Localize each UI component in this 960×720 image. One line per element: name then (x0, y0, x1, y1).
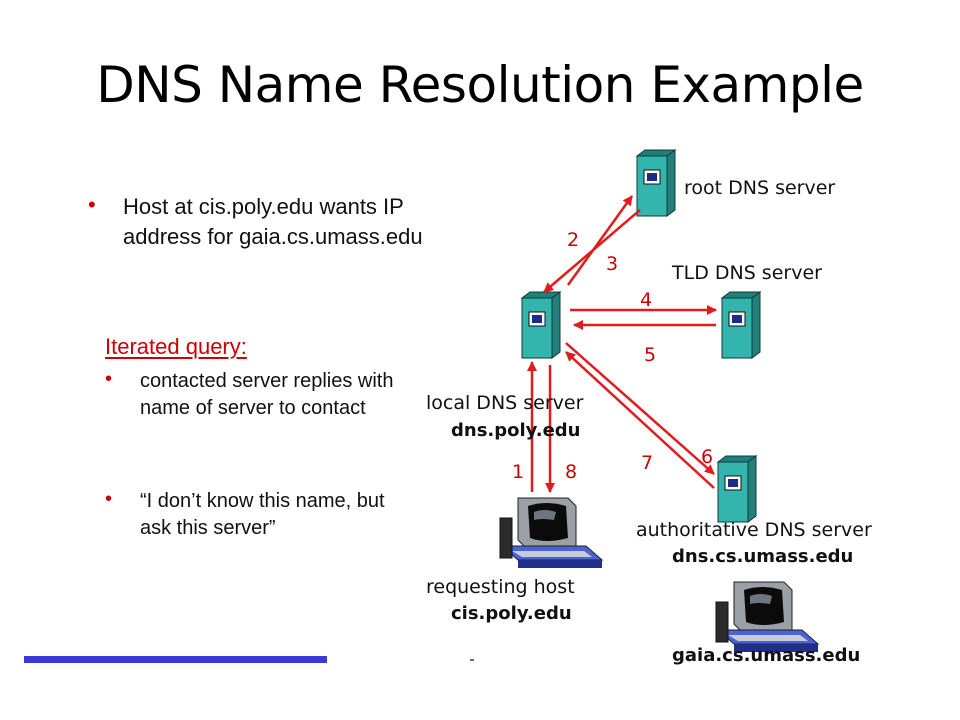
authoritative-server-icon (717, 455, 757, 523)
requesting-host-label: requesting host (426, 576, 575, 598)
step-number: 8 (565, 461, 577, 483)
target-host-name: gaia.cs.umass.edu (672, 645, 860, 666)
arrow-step-7 (565, 351, 715, 489)
bullet-marker: • (105, 488, 113, 510)
requesting-host-name: cis.poly.edu (451, 603, 572, 624)
bullet-ask-server: “I don’t know this name, but ask this se… (140, 490, 385, 539)
slide-title: DNS Name Resolution Example (96, 56, 864, 114)
step-number: 1 (512, 461, 524, 483)
iterated-query-heading: Iterated query: (105, 334, 247, 359)
slide-number-mark (470, 659, 474, 661)
arrow-step-2 (566, 195, 634, 286)
step-number: 6 (701, 446, 713, 468)
local-server-label: local DNS server (426, 392, 584, 414)
bullet-marker: • (88, 192, 96, 217)
arrow-step-3 (543, 209, 641, 293)
root-server-label: root DNS server (684, 177, 835, 199)
root-server-icon (636, 149, 676, 217)
arrow-step-6 (565, 342, 715, 475)
gaia-computer-icon (715, 581, 819, 653)
tld-server-icon (721, 291, 761, 359)
authoritative-server-label: authoritative DNS server (636, 519, 872, 541)
authoritative-server-host: dns.cs.umass.edu (672, 546, 853, 567)
local-server-host: dns.poly.edu (451, 420, 581, 441)
bullet-host-request: Host at cis.poly.edu wants IP address fo… (123, 194, 423, 249)
footer-bar (24, 656, 327, 663)
local-server-icon (521, 291, 561, 359)
step-number: 2 (567, 229, 579, 251)
requesting-host-computer-icon (499, 497, 603, 569)
bullet-marker: • (105, 368, 113, 390)
tld-server-label: TLD DNS server (671, 262, 822, 284)
step-number: 4 (640, 289, 652, 311)
step-number: 7 (641, 452, 653, 474)
bullet-server-replies: contacted server replies with name of se… (140, 370, 394, 419)
step-number: 3 (606, 253, 618, 275)
step-number: 5 (644, 344, 656, 366)
